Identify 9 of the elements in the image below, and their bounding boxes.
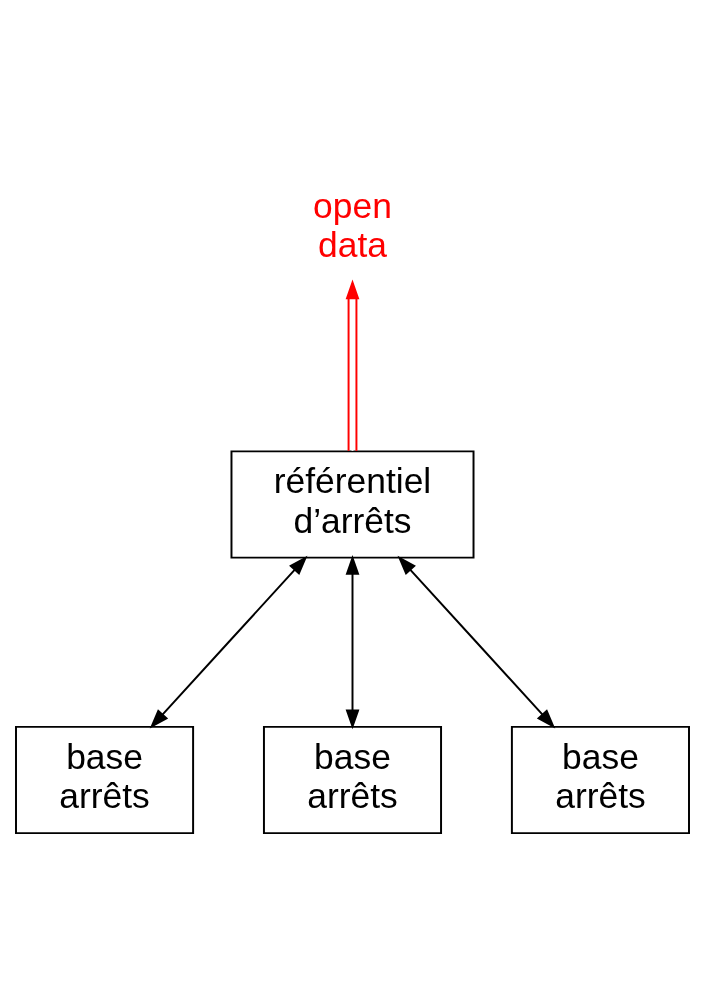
node-text: open data [313,185,392,265]
arrow [345,554,360,729]
node-box: base arrêts [262,725,443,834]
arrow [345,279,360,452]
node-box: base arrêts [510,725,690,834]
arrow [397,555,556,728]
node-box: base arrêts [15,725,195,834]
arrow [149,555,308,728]
node-box: référentiel d’arrêts [230,449,475,559]
